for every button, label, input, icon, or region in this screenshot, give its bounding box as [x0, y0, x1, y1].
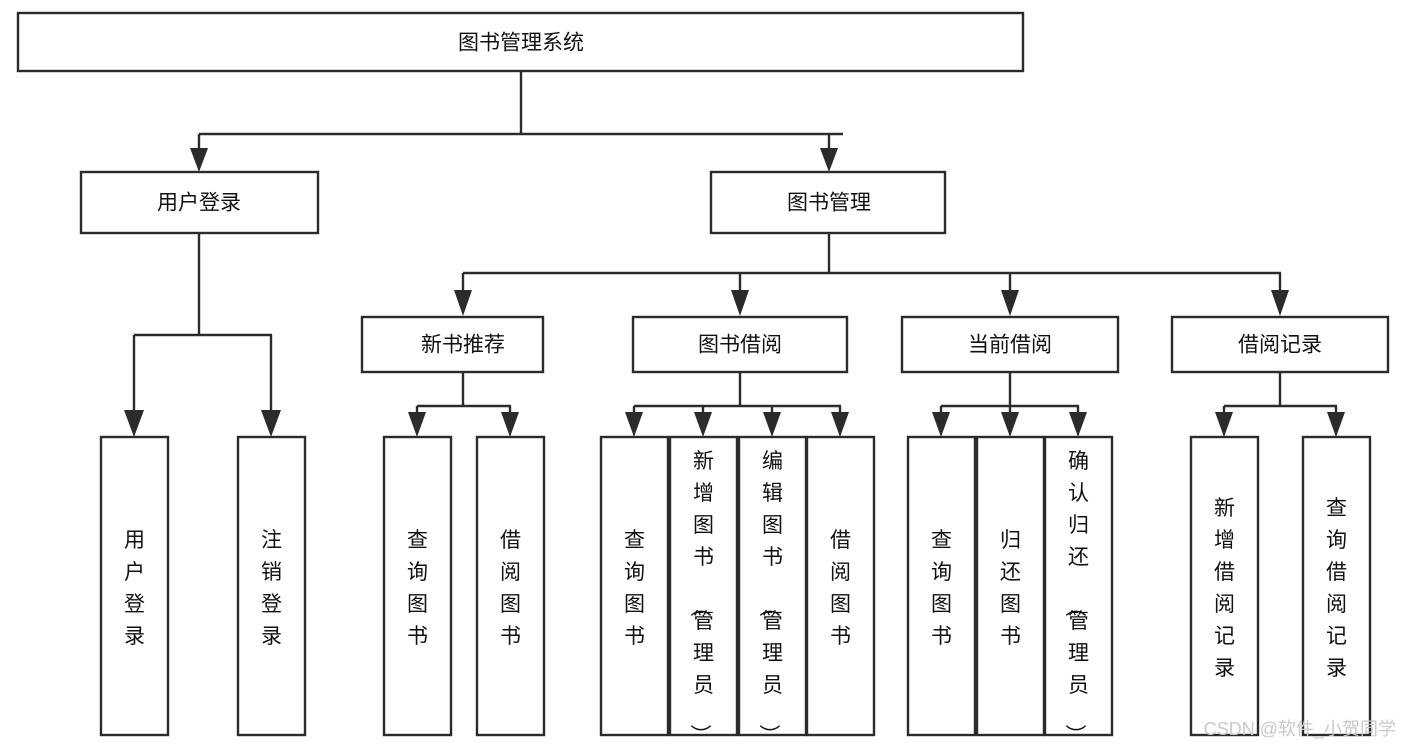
node-leaf-query-record-label: 查询借阅记录: [1326, 497, 1347, 680]
node-leaf-borrow-book-2[interactable]: 借阅图书: [805, 435, 876, 737]
node-leaf-query-book-1-box[interactable]: [382, 435, 453, 737]
node-leaf-return-book-label: 归还图书: [1000, 529, 1021, 648]
node-leaf-query-record-box[interactable]: [1301, 435, 1372, 737]
node-current-borrow[interactable]: 当前借阅: [900, 315, 1120, 374]
node-leaf-user-login-label: 用户登录: [124, 529, 145, 648]
node-user-login[interactable]: 用户登录: [79, 170, 320, 235]
node-leaf-query-record[interactable]: 查询借阅记录: [1301, 435, 1372, 737]
node-leaf-add-record-label: 新增借阅记录: [1214, 497, 1235, 680]
node-leaf-query-book-1[interactable]: 查询图书: [382, 435, 453, 737]
node-leaf-edit-book-label: 编辑图书（管理员）: [757, 450, 783, 745]
node-current-borrow-label: 当前借阅: [968, 334, 1052, 357]
node-leaf-confirm-return[interactable]: 确认归还（管理员）: [1043, 435, 1114, 745]
node-root-label: 图书管理系统: [458, 32, 584, 55]
node-leaf-edit-book[interactable]: 编辑图书（管理员）: [737, 435, 808, 745]
node-leaf-query-book-2-box[interactable]: [599, 435, 670, 737]
node-leaf-borrow-book-2-label: 借阅图书: [830, 529, 851, 648]
node-user-login-box[interactable]: [79, 170, 320, 235]
node-borrow-record-box[interactable]: [1170, 315, 1390, 374]
connector-layer: [124, 71, 1345, 437]
node-leaf-add-record[interactable]: 新增借阅记录: [1189, 435, 1260, 737]
node-current-borrow-box[interactable]: [900, 315, 1120, 374]
node-borrow-record-label: 借阅记录: [1238, 334, 1322, 357]
node-leaf-borrow-book-1-label: 借阅图书: [500, 529, 521, 648]
node-leaf-return-book[interactable]: 归还图书: [975, 435, 1046, 737]
node-leaf-query-book-1-label: 查询图书: [407, 529, 428, 648]
node-root[interactable]: 图书管理系统: [16, 11, 1025, 73]
arrowhead-book-borrow: [731, 290, 749, 316]
node-leaf-user-logout-label: 注销登录: [261, 529, 282, 648]
arrowhead-leaf-borrow-book-1: [501, 412, 519, 437]
node-root-box[interactable]: [16, 11, 1025, 73]
node-leaf-query-book-3-box[interactable]: [906, 435, 977, 737]
node-user-login-label: 用户登录: [157, 192, 241, 215]
arrowhead-leaf-query-book-1: [408, 412, 426, 437]
arrowhead-current-borrow: [1001, 290, 1019, 316]
arrowhead-leaf-query-book-2: [625, 412, 643, 437]
arrowhead-user-login: [190, 148, 208, 172]
arrowhead-leaf-borrow-book-2: [831, 412, 849, 437]
node-borrow-record[interactable]: 借阅记录: [1170, 315, 1390, 374]
node-leaf-return-book-box[interactable]: [975, 435, 1046, 737]
node-leaf-query-book-2[interactable]: 查询图书: [599, 435, 670, 737]
arrowhead-leaf-edit-book: [763, 412, 781, 437]
node-leaf-query-book-3-label: 查询图书: [931, 529, 952, 648]
arrowhead-leaf-query-book-3: [932, 412, 950, 437]
arrowhead-leaf-user-logout: [261, 410, 281, 437]
node-book-manage-label: 图书管理: [787, 192, 871, 215]
node-leaf-query-book-2-label: 查询图书: [624, 529, 645, 648]
node-leaf-query-book-3[interactable]: 查询图书: [906, 435, 977, 737]
node-new-book-rec-box[interactable]: [360, 315, 545, 374]
arrowhead-leaf-add-book: [694, 412, 712, 437]
node-leaf-confirm-return-box[interactable]: [1043, 435, 1114, 737]
node-leaf-user-login-box[interactable]: [99, 435, 170, 737]
csdn-watermark: CSDN @软件_小贺同学: [1204, 719, 1396, 740]
arrowhead-leaf-confirm-return: [1069, 412, 1087, 437]
node-new-book-rec[interactable]: 新书推荐: [360, 315, 545, 374]
node-leaf-borrow-book-1[interactable]: 借阅图书: [475, 435, 546, 737]
node-leaf-user-login[interactable]: 用户登录: [99, 435, 170, 737]
node-book-borrow[interactable]: 图书借阅: [631, 315, 849, 374]
arrowhead-new-book-rec: [454, 290, 472, 316]
arrowhead-leaf-add-record: [1215, 412, 1233, 437]
arrowhead-leaf-return-book: [1001, 412, 1019, 437]
arrowhead-borrow-record: [1271, 290, 1289, 316]
node-new-book-rec-label: 新书推荐: [421, 334, 505, 357]
arrowhead-leaf-query-record: [1327, 412, 1345, 437]
node-leaf-add-book-label: 新增图书（管理员）: [688, 450, 714, 745]
node-leaf-add-book-box[interactable]: [668, 435, 739, 737]
node-leaf-borrow-book-1-box[interactable]: [475, 435, 546, 737]
node-book-borrow-label: 图书借阅: [698, 334, 782, 357]
node-book-borrow-box[interactable]: [631, 315, 849, 374]
node-leaf-add-record-box[interactable]: [1189, 435, 1260, 737]
arrowhead-book-manage: [820, 148, 838, 172]
node-leaf-add-book[interactable]: 新增图书（管理员）: [668, 435, 739, 745]
node-leaf-user-logout-box[interactable]: [236, 435, 307, 737]
arrowhead-leaf-user-login: [124, 410, 144, 437]
node-leaf-borrow-book-2-box[interactable]: [805, 435, 876, 737]
node-book-manage-box[interactable]: [709, 170, 947, 235]
node-leaf-user-logout[interactable]: 注销登录: [236, 435, 307, 737]
node-book-manage[interactable]: 图书管理: [709, 170, 947, 235]
node-leaf-confirm-return-label: 确认归还（管理员）: [1063, 450, 1089, 745]
